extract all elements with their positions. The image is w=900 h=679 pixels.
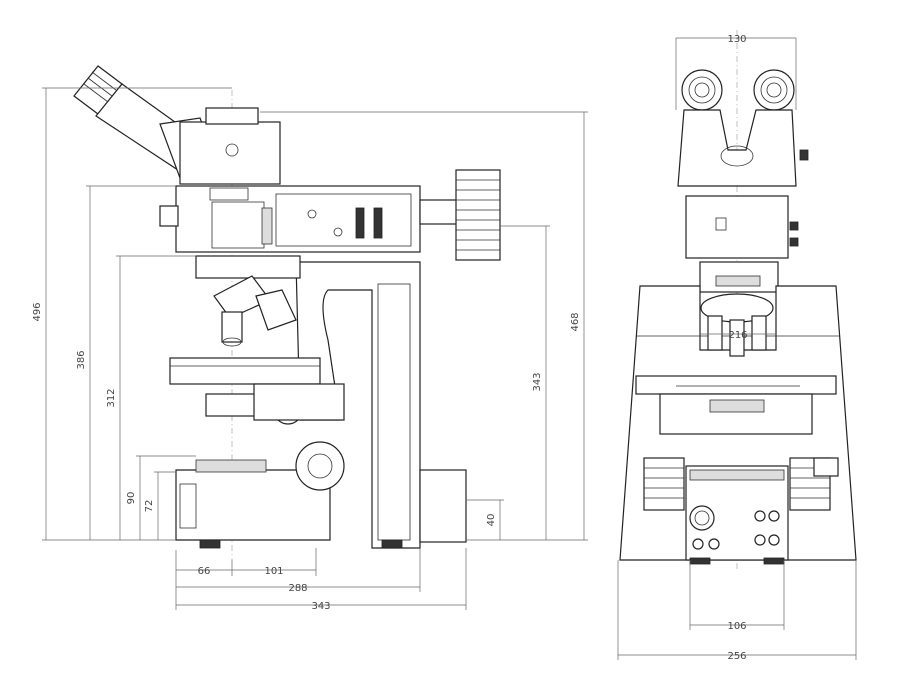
nosepiece (213, 275, 297, 347)
front-base-panel (685, 465, 789, 565)
dim-343-vertical: 343 (532, 372, 543, 391)
dim-101: 101 (264, 566, 283, 577)
front-stage (635, 375, 837, 435)
front-housing (685, 195, 799, 293)
dim-106: 106 (727, 621, 746, 632)
dim-288: 288 (288, 583, 307, 594)
front-nosepiece (700, 293, 774, 357)
eyepiece-tube (73, 65, 281, 185)
dim-216: 216 (728, 330, 747, 341)
lamp-house (419, 169, 501, 261)
side-view: 496 386 312 90 72 468 343 40 66 101 (32, 65, 588, 612)
base (175, 441, 467, 549)
dim-256: 256 (727, 651, 746, 662)
dim-130: 130 (727, 34, 746, 45)
dim-72: 72 (144, 500, 155, 513)
binocular-eyepieces (677, 69, 809, 187)
dim-386: 386 (76, 350, 87, 369)
dim-90: 90 (126, 492, 137, 505)
front-view: 130 216 106 256 (617, 30, 857, 662)
stage (169, 357, 345, 425)
dim-66: 66 (198, 566, 211, 577)
dim-343-horizontal: 343 (311, 601, 330, 612)
upper-housing (159, 185, 421, 253)
dim-40: 40 (486, 514, 497, 527)
dim-496: 496 (32, 302, 43, 321)
dim-468: 468 (570, 312, 581, 331)
dim-312: 312 (106, 388, 117, 407)
focus-knobs (643, 457, 839, 511)
